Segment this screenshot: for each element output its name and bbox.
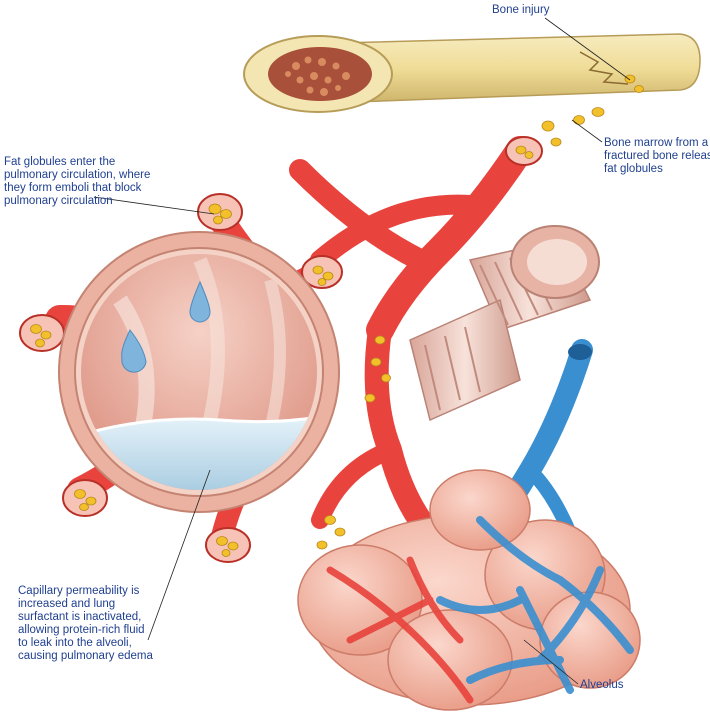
bone-marrow-label: Bone marrow from a fractured bone releas… (604, 137, 710, 176)
fat-globules-label-line: pulmonary circulation (4, 195, 113, 207)
fat-globules-label-line: pulmonary circulation, where (4, 169, 151, 181)
bone-injury-label: Bone injury (492, 4, 550, 17)
fractured-bone (243, 33, 701, 113)
bone-injury-label-line: Bone injury (492, 4, 550, 16)
bone-marrow-label-line: fractured bone releases (604, 150, 710, 162)
bone-marrow-label-line: Bone marrow from a (604, 137, 709, 149)
capillary-permeability-label: Capillary permeability is increased and … (18, 585, 153, 663)
fat-globules-label-line: they form emboli that block (4, 182, 142, 194)
capillary-label-line: allowing protein-rich fluid (18, 624, 145, 636)
leader-lines (93, 17, 631, 685)
capillary-label-line: causing pulmonary edema (18, 650, 153, 662)
alveolus-label-line: Alveolus (580, 679, 624, 691)
fat-globules-label: Fat globules enter the pulmonary circula… (4, 156, 150, 208)
alveoli-cluster (297, 469, 641, 711)
fat-globules-label-line: Fat globules enter the (4, 156, 116, 168)
bronchus (409, 225, 600, 422)
capillary-label-line: surfactant is inactivated, (18, 611, 142, 623)
alveolus-label: Alveolus (580, 679, 623, 692)
capillary-label-line: to leak into the alveoli, (18, 637, 132, 649)
bone-marrow-label-line: fat globules (604, 163, 663, 175)
capillary-label-line: Capillary permeability is (18, 585, 140, 597)
capillary-label-line: increased and lung (18, 598, 116, 610)
blocked-vessel-openings (19, 136, 543, 563)
cutaway-vessel (58, 231, 340, 513)
